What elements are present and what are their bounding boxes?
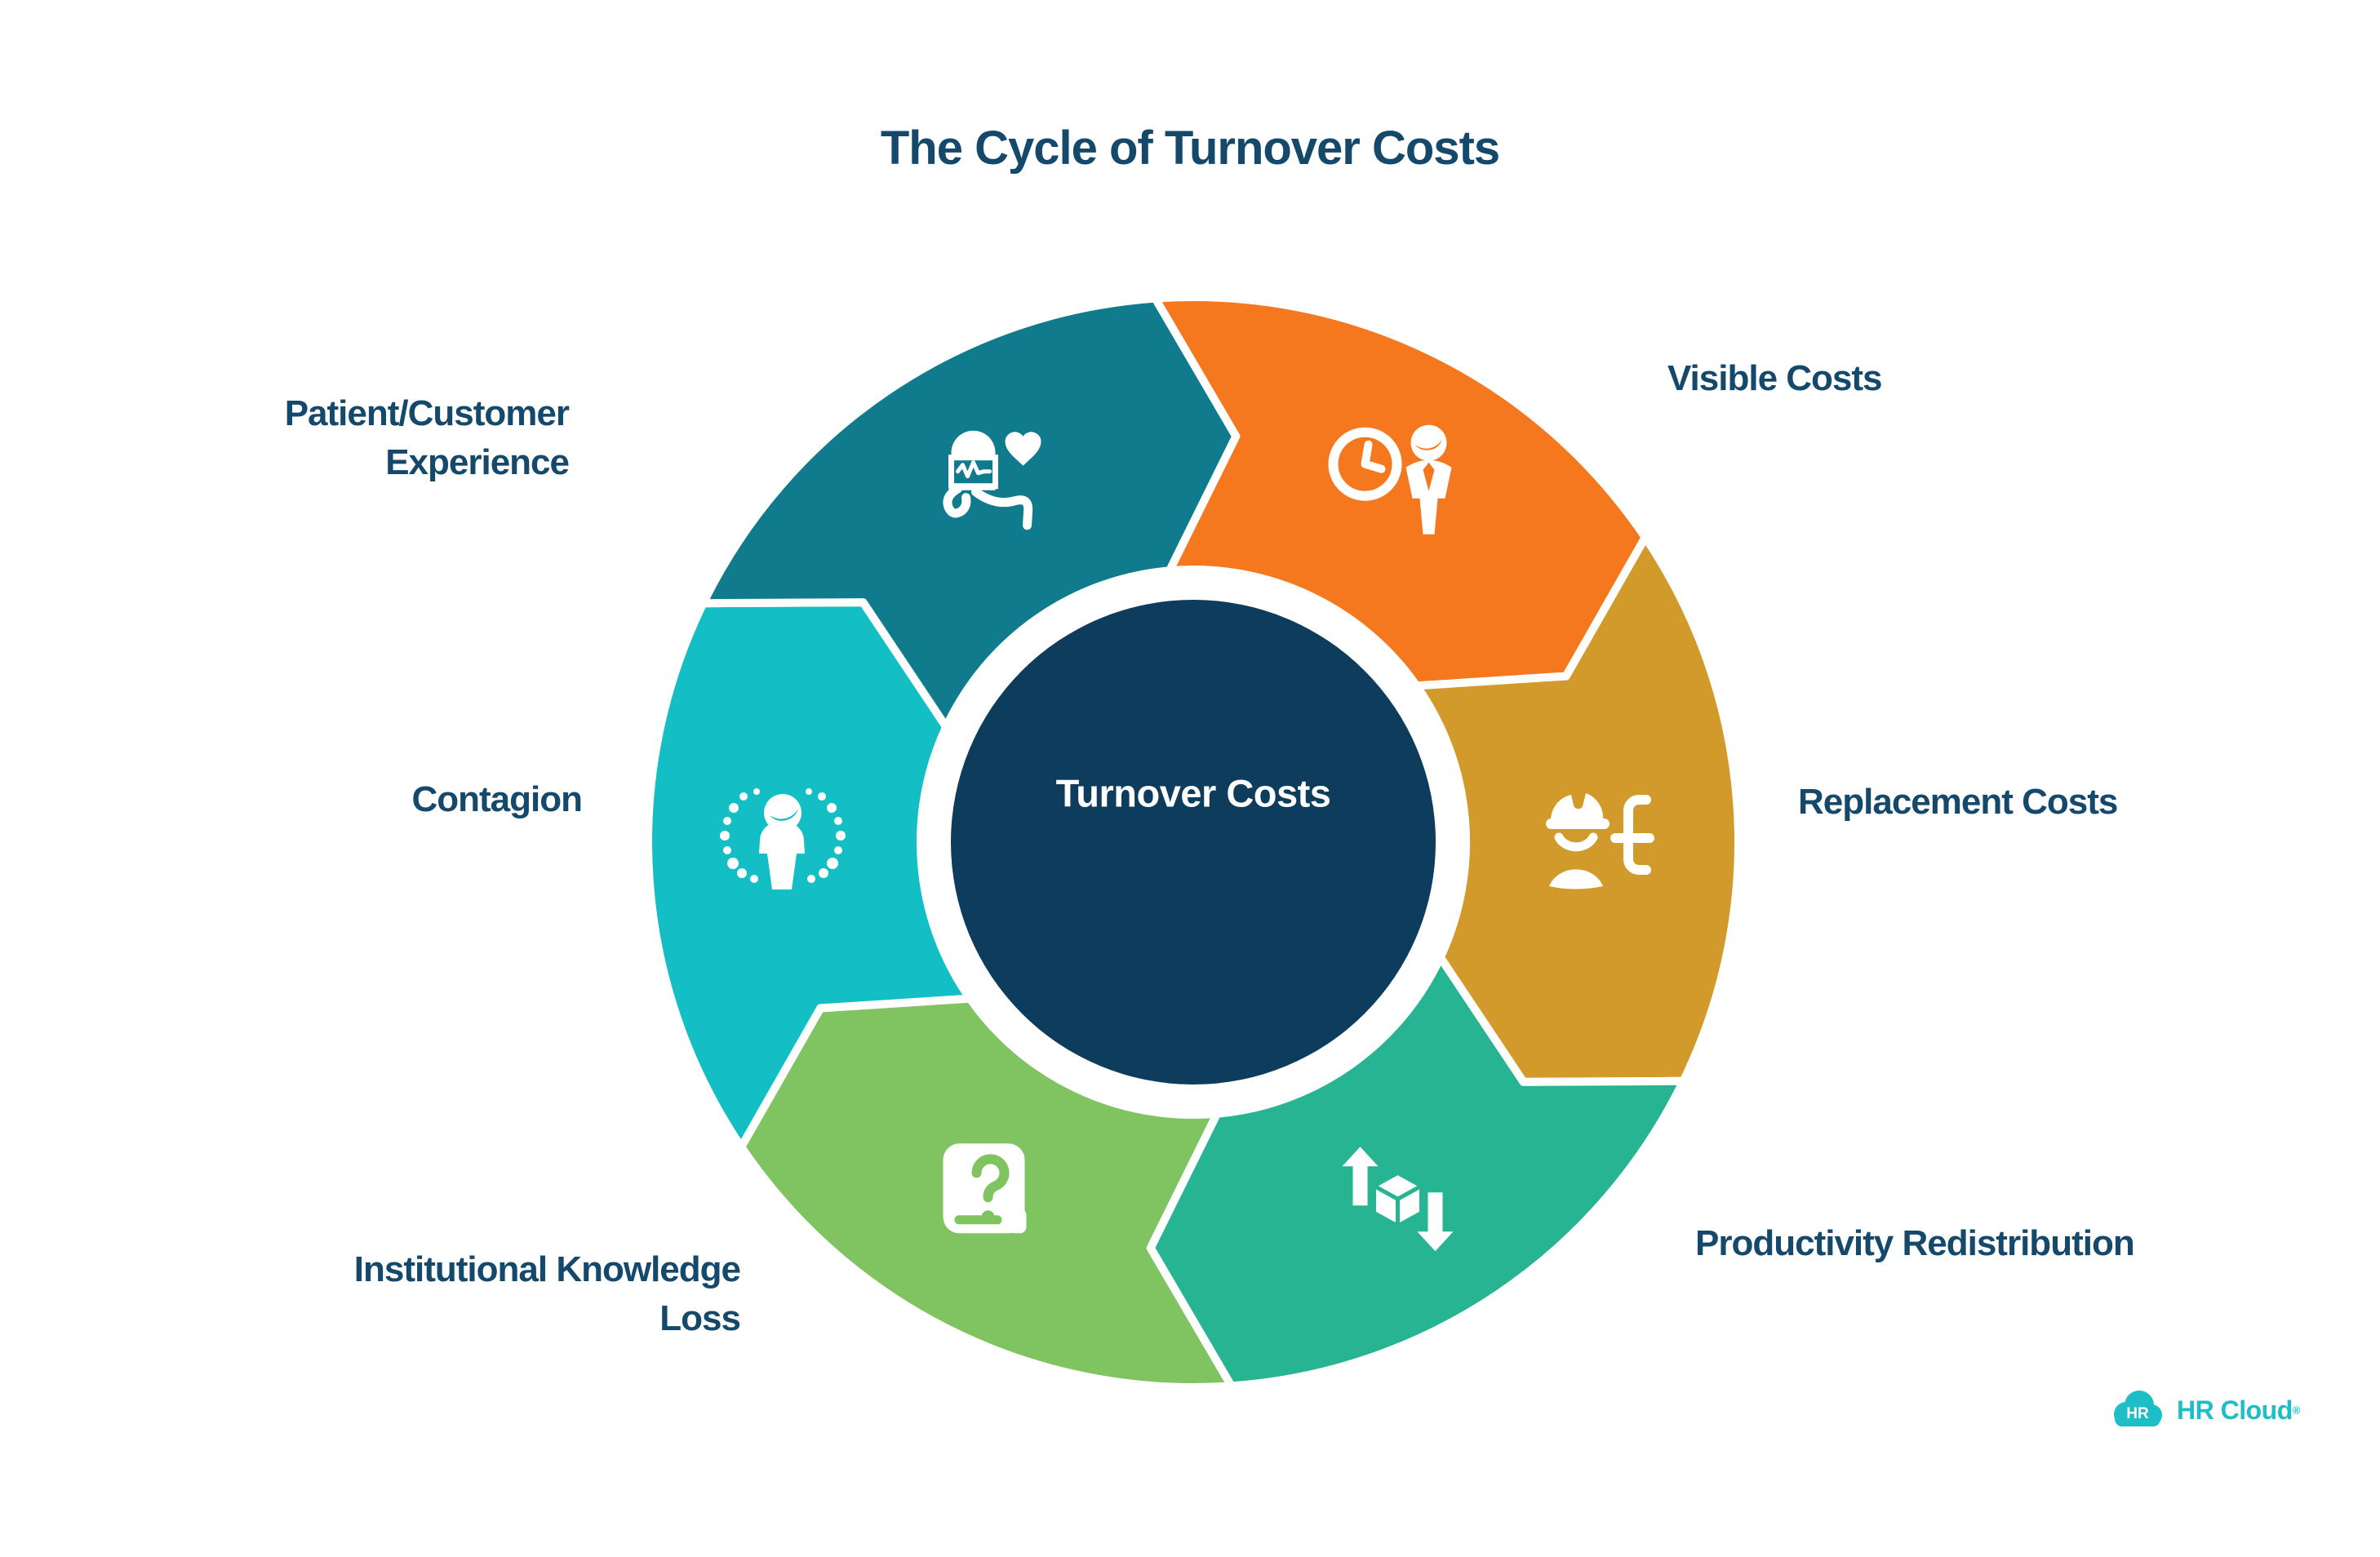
center-circle — [951, 600, 1436, 1085]
label-contagion: Contagion — [411, 775, 583, 824]
segment-visible-costs — [1151, 292, 1650, 690]
label-line: Experience — [385, 442, 570, 482]
hr-cloud-logo: HR HR Cloud® — [2108, 1387, 2300, 1433]
page-title: The Cycle of Turnover Costs — [880, 122, 1500, 175]
logo-badge: HR — [2126, 1405, 2149, 1422]
label-line: Patient/Customer — [284, 393, 570, 433]
label-line: Institutional Knowledge — [353, 1249, 741, 1289]
book-question-icon — [943, 1143, 1027, 1234]
center-label: Turnover Costs — [1055, 771, 1331, 815]
logo-name: HR Cloud — [2177, 1395, 2293, 1425]
label-productivity-redistribution: Productivity Redistribution — [1695, 1219, 2135, 1268]
label-line: Replacement Costs — [1798, 782, 2118, 822]
label-institutional-knowledge-loss: Institutional Knowledge Loss — [353, 1245, 741, 1343]
label-line: Contagion — [411, 779, 583, 819]
cloud-icon: HR — [2114, 1391, 2162, 1426]
label-line: Loss — [659, 1298, 741, 1338]
label-visible-costs: Visible Costs — [1667, 354, 1883, 403]
segment-productivity-redistribution — [1146, 953, 1688, 1391]
segment-contagion — [644, 598, 975, 1151]
segment-patient-customer-experience — [699, 294, 1241, 731]
label-line: Visible Costs — [1667, 358, 1883, 398]
label-replacement-costs: Replacement Costs — [1798, 778, 2118, 827]
label-patient-customer-experience: Patient/Customer Experience — [284, 389, 570, 487]
label-line: Productivity Redistribution — [1695, 1223, 2135, 1263]
logo-trademark: ® — [2292, 1404, 2301, 1417]
